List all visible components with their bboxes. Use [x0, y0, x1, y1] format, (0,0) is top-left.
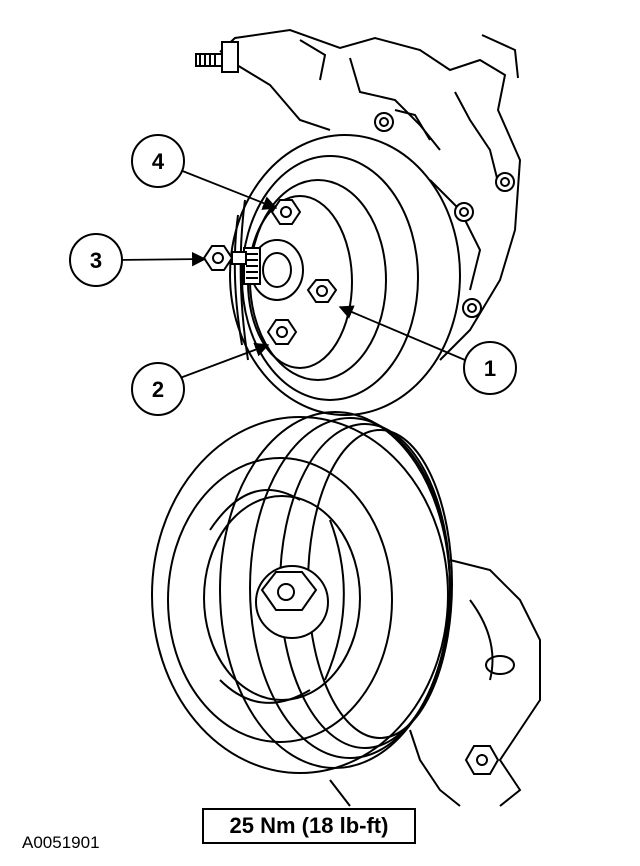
callout-2-label: 2	[152, 377, 164, 402]
pulley-bolt-3	[202, 245, 247, 271]
pump-bracket	[219, 28, 522, 361]
leader-1	[338, 305, 466, 361]
stud-bolt	[195, 41, 239, 73]
callout-2: 2	[131, 362, 185, 416]
block-bolt	[464, 745, 500, 775]
pulley-bolt-2	[266, 319, 298, 345]
callout-leaders	[117, 169, 466, 379]
callout-1-label: 1	[484, 356, 496, 381]
pulley-bolt-4	[270, 199, 302, 225]
callout-1: 1	[463, 341, 517, 395]
figure-id: A0051901	[22, 833, 100, 852]
callout-3-label: 3	[90, 248, 102, 273]
pump-hub	[243, 239, 304, 301]
callout-4-label: 4	[152, 149, 165, 174]
leader-2	[179, 342, 270, 379]
callout-4: 4	[131, 134, 185, 188]
crankshaft-bolt	[255, 565, 329, 639]
leader-4	[179, 169, 278, 210]
leader-3	[117, 251, 207, 267]
engine-block	[329, 559, 541, 807]
torque-spec-text: 25 Nm (18 lb-ft)	[229, 813, 389, 838]
bracket-bolt	[374, 112, 515, 318]
torque-spec-box: 25 Nm (18 lb-ft)	[202, 808, 416, 844]
pulley-bolt-1	[306, 279, 338, 303]
callout-3: 3	[69, 233, 123, 287]
